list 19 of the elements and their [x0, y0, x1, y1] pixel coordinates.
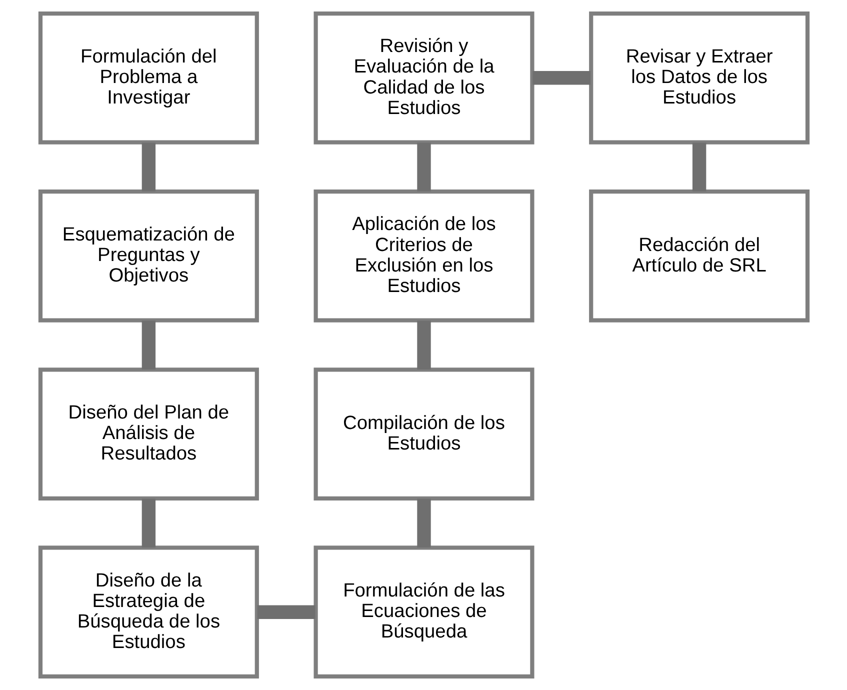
- node-box: Esquematización de Preguntas y Objetivos: [38, 190, 258, 322]
- node-box: Compilación de los Estudios: [313, 368, 534, 500]
- node-box: Diseño de la Estrategia de Búsqueda de los Estudios: [38, 546, 258, 679]
- node-box: Formulación de las Ecuaciones de Búsqueda: [313, 546, 534, 679]
- node-box: Aplicación de los Criterios de Exclusión en los Estudios: [313, 190, 534, 322]
- connector: [692, 142, 706, 192]
- node-box: Formulación del Problema a Investigar: [38, 11, 258, 144]
- connector: [141, 498, 156, 548]
- connector: [416, 320, 430, 370]
- connector: [416, 498, 430, 548]
- connector: [416, 142, 430, 192]
- node-box: Revisar y Extraer los Datos de los Estudios: [588, 11, 810, 144]
- node-box: Diseño del Plan de Análisis de Resultados: [38, 368, 258, 500]
- node-box: Redacción del Artículo de SRL: [588, 190, 810, 322]
- connector: [141, 320, 156, 370]
- connector: [141, 142, 156, 192]
- connector: [256, 605, 315, 619]
- connector: [532, 71, 590, 85]
- node-box: Revisión y Evaluación de la Calidad de los Estudios: [313, 11, 534, 144]
